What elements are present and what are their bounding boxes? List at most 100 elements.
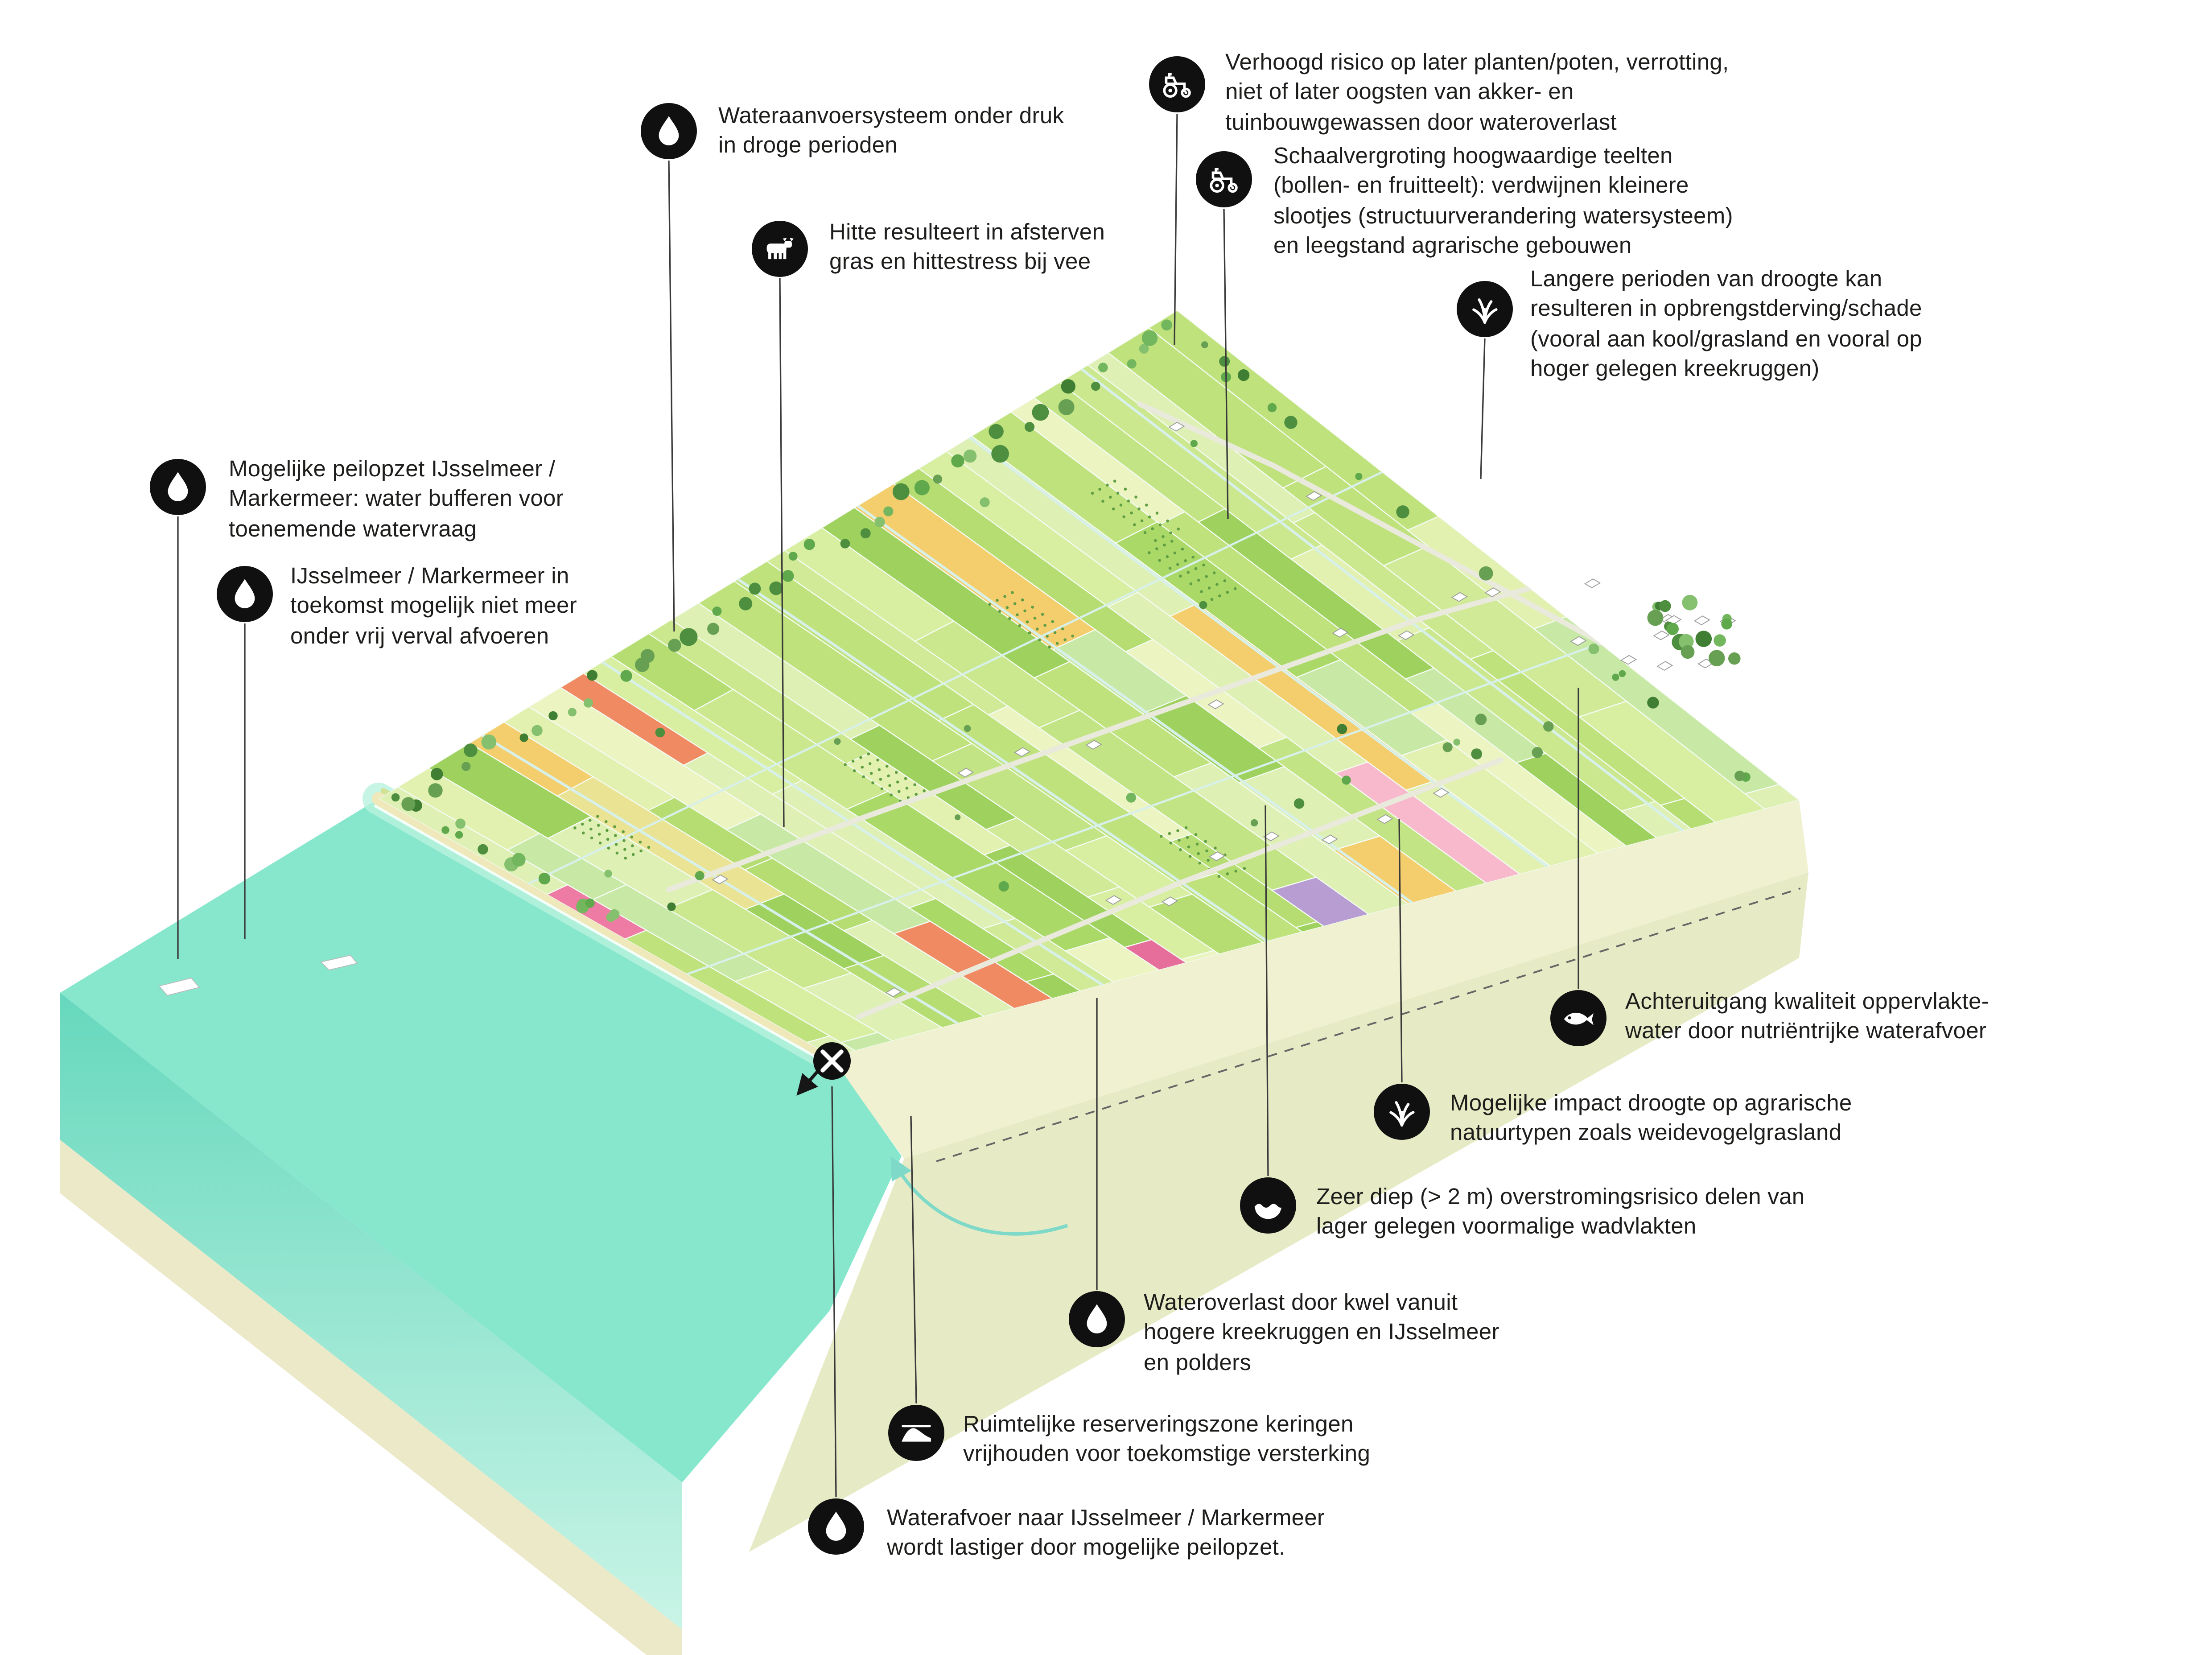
- orchard-tree-dot: [1197, 852, 1200, 855]
- tree: [707, 623, 720, 635]
- orchard-tree-dot: [861, 765, 864, 769]
- boat: [158, 977, 200, 996]
- orchard-tree-dot: [1026, 620, 1029, 623]
- tree: [1025, 422, 1035, 432]
- orchard-tree-dot: [596, 815, 599, 818]
- tree: [749, 582, 761, 595]
- orchard-tree-dot: [996, 598, 999, 602]
- tree: [803, 539, 815, 550]
- orchard-tree-dot: [1137, 507, 1141, 511]
- tree: [1619, 670, 1626, 677]
- tree: [769, 581, 783, 595]
- house: [1332, 627, 1349, 638]
- tree: [1588, 644, 1599, 654]
- orchard-tree-dot: [904, 777, 907, 780]
- orchard-tree-dot: [914, 792, 918, 796]
- orchard-tree-dot: [1011, 591, 1014, 594]
- orchard-tree-dot: [1195, 842, 1199, 846]
- leader-line: [1480, 338, 1486, 479]
- orchard-tree-dot: [888, 784, 891, 787]
- tree: [1479, 566, 1493, 581]
- orchard-tree-dot: [1031, 606, 1034, 609]
- orchard-tree-dot: [1016, 613, 1019, 616]
- tree: [955, 814, 961, 821]
- house: [1168, 421, 1185, 432]
- orchard-tree-dot: [631, 844, 634, 847]
- tree: [1219, 356, 1230, 367]
- leader-line: [668, 160, 675, 632]
- sluice-blocked-icon: [813, 1042, 851, 1080]
- house: [1398, 630, 1415, 640]
- annotation-label: Hitte resulteert in afsterven gras en hi…: [829, 219, 1105, 275]
- orchard-tree-dot: [1122, 515, 1125, 519]
- tree: [587, 670, 598, 681]
- orchard-tree-dot: [606, 838, 610, 841]
- house: [1653, 630, 1670, 640]
- orchard-tree-dot: [1048, 645, 1051, 649]
- orchard-tree-dot: [859, 756, 862, 759]
- orchard-tree-dot: [1177, 527, 1180, 531]
- orchard-tree-dot: [1028, 631, 1031, 635]
- orchards-layer: [573, 479, 1246, 878]
- orchard-tree-dot: [1134, 495, 1137, 499]
- roads-layer: [666, 401, 1677, 1019]
- orchard-tree-dot: [1023, 609, 1026, 613]
- tree: [441, 826, 449, 834]
- orchard-tree-dot: [851, 759, 855, 763]
- orchard-tree-dot: [597, 824, 600, 827]
- tree: [568, 708, 577, 717]
- orchard-tree-dot: [639, 849, 643, 853]
- orchard-tree-dot: [1130, 511, 1133, 515]
- orchard-tree-dot: [1218, 594, 1221, 598]
- orchard-tree-dot: [624, 856, 627, 860]
- dashed-reservation-line: [936, 887, 1801, 1162]
- tree: [1471, 748, 1482, 759]
- leader-line: [1223, 208, 1229, 520]
- tree: [1098, 363, 1108, 372]
- tree: [1682, 594, 1698, 611]
- tree: [391, 793, 400, 802]
- boats: [158, 955, 358, 996]
- house: [1484, 587, 1501, 598]
- tree: [1647, 697, 1659, 709]
- tree: [1721, 618, 1732, 630]
- leader-line: [1398, 818, 1403, 1083]
- tree: [712, 606, 722, 616]
- orchard-tree-dot: [1063, 638, 1067, 641]
- tree: [1141, 330, 1158, 346]
- tree: [991, 445, 1009, 463]
- tree: [1612, 673, 1619, 681]
- road: [1137, 401, 1677, 685]
- tree: [834, 738, 841, 745]
- tree: [1161, 319, 1172, 330]
- orchard-tree-dot: [605, 820, 608, 823]
- annotation-label: Ruimtelijke reserveringszone keringen vr…: [963, 1411, 1371, 1467]
- tree: [1475, 714, 1487, 725]
- orchard-tree-dot: [887, 774, 890, 778]
- sea-front-face: [60, 993, 682, 1630]
- orchard-tree-dot: [1168, 832, 1171, 835]
- tree: [1342, 776, 1351, 785]
- orchard-tree-dot: [589, 827, 593, 831]
- orchard-tree-dot: [630, 835, 634, 839]
- orchard-tree-dot: [615, 851, 619, 855]
- tree: [531, 725, 543, 736]
- orchard-tree-dot: [1179, 848, 1182, 851]
- orchard-tree-dot: [1163, 543, 1166, 547]
- house: [1656, 661, 1673, 671]
- house: [1584, 578, 1601, 588]
- orchard-tree-dot: [1187, 845, 1190, 849]
- annotation-label: Wateroverlast door kwel vanuit hogere kr…: [1144, 1290, 1499, 1375]
- annotation-label: Zeer diep (> 2 m) overstromingsrisico de…: [1316, 1184, 1805, 1240]
- wave-icon: [1240, 1177, 1296, 1234]
- leader-line: [1265, 805, 1269, 1176]
- house: [885, 987, 902, 997]
- tree: [604, 870, 612, 878]
- tree: [1659, 600, 1671, 612]
- orchard-tree-dot: [1091, 491, 1094, 495]
- tree: [1058, 399, 1075, 415]
- orchard-tree-dot: [1214, 846, 1217, 850]
- tree: [1127, 359, 1137, 369]
- overlays: [796, 887, 1801, 1236]
